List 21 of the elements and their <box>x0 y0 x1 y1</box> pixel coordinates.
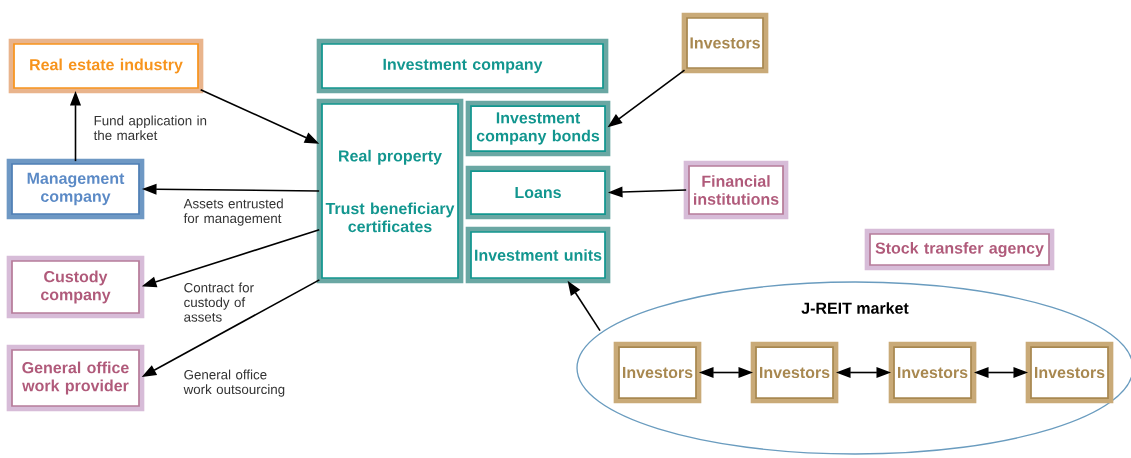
asset-box: Real property Trust beneficiary certificates <box>316 98 464 284</box>
provider-box: General office work provider <box>6 344 145 412</box>
edge-label: Assets entrusted for management <box>183 198 283 226</box>
agency-box: Stock transfer agency <box>864 228 1055 271</box>
edge-label: General office work outsourcing <box>183 369 285 397</box>
market-label: J-REIT market <box>801 302 909 314</box>
investor-box: Investors <box>613 341 702 404</box>
investor-box: Investors <box>888 341 977 404</box>
investor-box: Investors <box>750 341 839 404</box>
company-box: Investment company <box>316 38 609 94</box>
edge-label: Contract for custody of assets <box>184 282 254 322</box>
edge-label: Fund application in the market <box>93 115 207 141</box>
investor-box: Investors <box>681 12 769 74</box>
industry-box: Real estate industry <box>8 38 204 94</box>
institution-box: Financial institutions <box>683 160 789 220</box>
company-box: Management company <box>6 158 145 220</box>
funding-box: Investment company bonds <box>465 100 611 157</box>
funding-box: Investment units <box>465 226 611 284</box>
company-box: Custody company <box>6 255 145 319</box>
funding-box: Loans <box>465 165 611 220</box>
investor-box: Investors <box>1025 341 1114 404</box>
